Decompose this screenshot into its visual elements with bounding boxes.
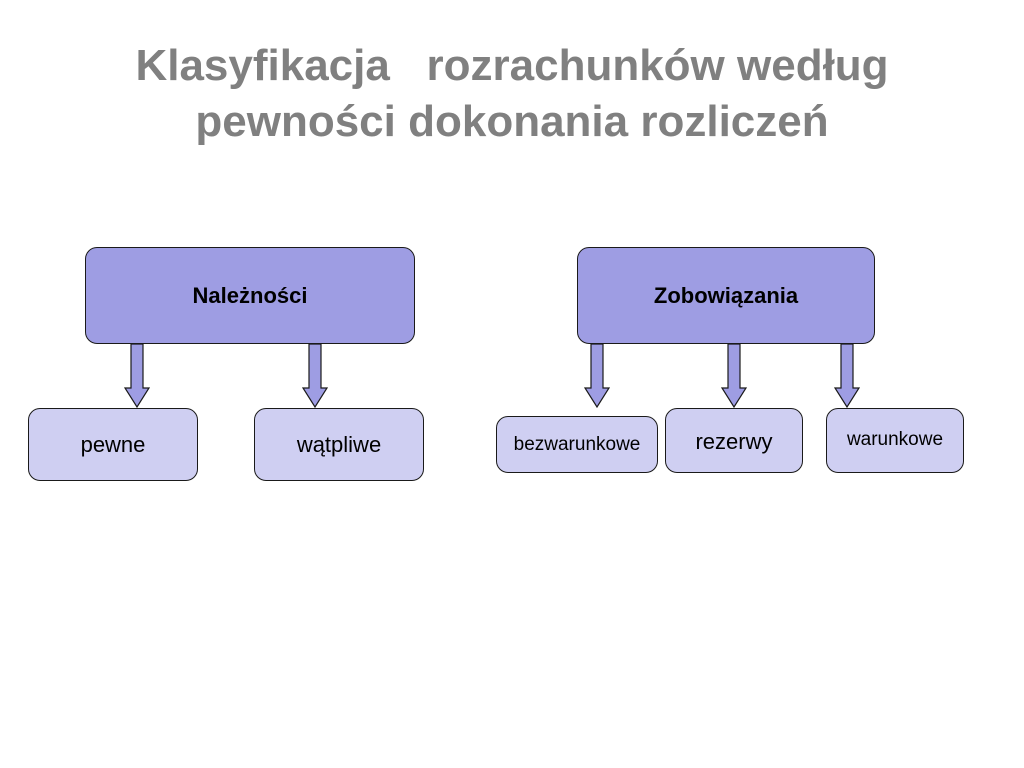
node-rezerwy-label: rezerwy	[695, 429, 773, 454]
node-warunkowe: warunkowe	[826, 408, 964, 473]
arrow-zobowiazania-to-bezwarunkowe	[583, 343, 611, 409]
node-bezwarunkowe: bezwarunkowe	[496, 416, 658, 473]
node-watpliwe: wątpliwe	[254, 408, 424, 481]
node-naleznosci-label: Należności	[192, 282, 308, 308]
arrow-naleznosci-to-watpliwe	[301, 343, 329, 409]
node-watpliwe-label: wątpliwe	[296, 431, 382, 457]
node-zobowiazania: Zobowiązania	[577, 247, 875, 344]
slide-title: Klasyfikacja rozrachunków według pewnośc…	[0, 38, 1024, 150]
node-pewne-label: pewne	[80, 431, 146, 457]
node-rezerwy: rezerwy	[665, 408, 803, 473]
node-bezwarunkowe-label: bezwarunkowe	[513, 433, 641, 455]
slide-title-line-2: pewności dokonania rozliczeń	[195, 97, 829, 146]
node-zobowiazania-label: Zobowiązania	[653, 282, 799, 308]
node-pewne: pewne	[28, 408, 198, 481]
node-warunkowe-label: warunkowe	[846, 429, 944, 450]
node-naleznosci: Należności	[85, 247, 415, 344]
arrow-zobowiazania-to-rezerwy	[720, 343, 748, 409]
slide-title-line-1: Klasyfikacja rozrachunków według	[135, 41, 889, 90]
arrow-zobowiazania-to-warunkowe	[833, 343, 861, 409]
arrow-naleznosci-to-pewne	[123, 343, 151, 409]
